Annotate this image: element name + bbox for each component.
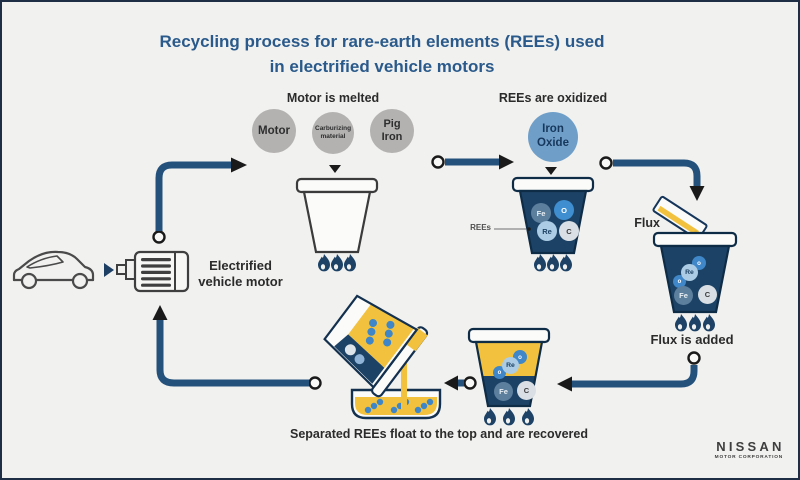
step-label-recovered: Separated REEs float to the top and are … <box>290 427 588 441</box>
melting-pot-flames <box>318 254 356 272</box>
element-circle-c: C <box>559 221 579 241</box>
page-title-line2: in electrified vehicle motors <box>269 56 495 76</box>
arrow-melt-to-oxidize <box>431 154 514 170</box>
nissan-logo-brand: NISSAN <box>716 439 785 454</box>
nissan-logo: NISSAN MOTOR CORPORATION <box>715 439 783 460</box>
element-circle-c: C <box>698 285 717 304</box>
element-circle-o: O <box>554 200 574 220</box>
input-circle-carburizing-material: Carburizing material <box>312 112 354 154</box>
oxidizing-pot-flames <box>534 254 572 272</box>
rees-callout-label: REEs <box>470 223 491 232</box>
car-icon <box>12 250 95 290</box>
oxidize-input-pointer-icon <box>545 167 557 175</box>
arrow-flux-to-separation <box>557 351 701 392</box>
arrow-oxidize-to-flux <box>599 156 705 201</box>
arrow-separation-to-pour <box>444 375 477 391</box>
element-circle-fe: Fe <box>674 286 693 305</box>
flux-pot-flames <box>675 314 715 332</box>
motor-label-line2: vehicle motor <box>198 274 283 290</box>
input-circle-pig-iron-label: Pig Iron <box>381 118 403 143</box>
input-circle-motor: Motor <box>252 109 296 153</box>
rees-callout-line <box>494 227 531 231</box>
arrow-motor-to-melt <box>152 157 247 244</box>
flux-label: Flux <box>634 216 660 230</box>
step-label-oxidize: REEs are oxidized <box>498 91 608 105</box>
input-circle-carburizing-label: Carburizing material <box>315 125 352 140</box>
element-circle-c: C <box>517 381 536 400</box>
element-circle-re: Re <box>502 357 519 374</box>
car-to-motor-arrow <box>104 263 114 277</box>
element-circle-re: Re <box>537 221 557 241</box>
pouring-pot-icon <box>323 294 429 398</box>
input-circle-pig-iron: Pig Iron <box>370 109 414 153</box>
input-circle-iron-oxide: Iron Oxide <box>528 112 578 162</box>
input-circle-iron-oxide-label: Iron Oxide <box>537 123 569 149</box>
recovery-tray-icon <box>350 388 442 420</box>
page-title-line1: Recycling process for rare-earth element… <box>159 32 605 51</box>
step-label-melt: Motor is melted <box>286 91 380 105</box>
motor-label: Electrified vehicle motor <box>193 258 288 291</box>
element-circle-fe: Fe <box>531 203 551 223</box>
element-circle-fe: Fe <box>494 382 513 401</box>
element-circle-re: Re <box>681 264 698 281</box>
page-title: Recycling process for rare-earth element… <box>92 30 672 79</box>
melting-pot-icon <box>295 177 379 254</box>
oxidizing-pot-icon <box>511 176 595 255</box>
nissan-logo-subtitle: MOTOR CORPORATION <box>714 455 783 460</box>
melt-input-pointer-icon <box>329 165 341 173</box>
step-label-flux-added: Flux is added <box>650 332 734 347</box>
motor-icon <box>116 250 190 293</box>
motor-label-line1: Electrified <box>209 258 272 273</box>
separation-pot-flames <box>484 408 534 426</box>
pour-stream <box>401 344 407 410</box>
arrow-recovered-to-motor <box>152 305 322 390</box>
